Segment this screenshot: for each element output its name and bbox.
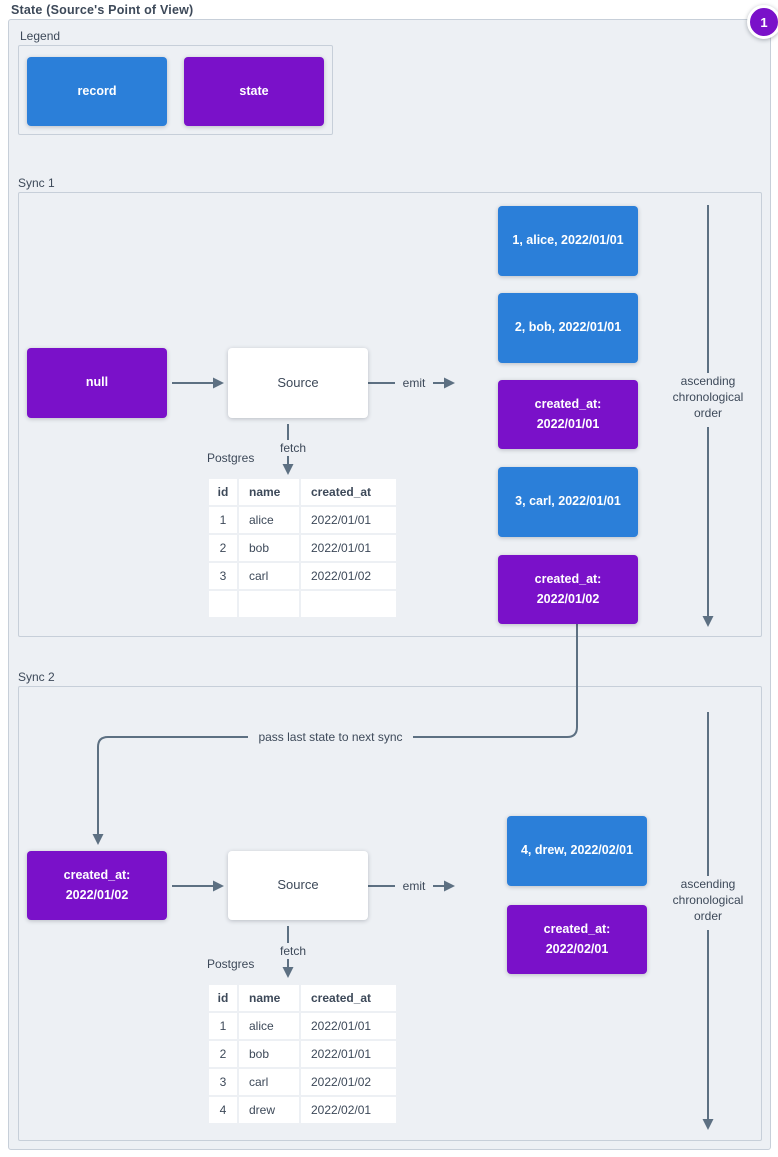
- table-header-row: id name created_at: [209, 479, 396, 505]
- sync1-input-state-node: null: [27, 348, 167, 418]
- sync2-order-note: ascending chronological order: [661, 876, 755, 930]
- cell-id: 1: [209, 1013, 237, 1039]
- header-name: name: [239, 985, 299, 1011]
- header-created-at: created_at: [301, 985, 396, 1011]
- cell-id: 2: [209, 535, 237, 561]
- cell-id: 4: [209, 1097, 237, 1123]
- emitted-record-node: 2, bob, 2022/01/01: [498, 293, 638, 363]
- sync2-postgres-label: Postgres: [207, 957, 255, 971]
- sync1-emit-label: emit: [395, 375, 433, 391]
- table-row-empty: [209, 591, 396, 617]
- legend-box: [18, 45, 333, 135]
- cell-created-at: 2022/01/02: [301, 1069, 396, 1095]
- header-id: id: [209, 985, 237, 1011]
- sync1-order-note: ascending chronological order: [661, 373, 755, 427]
- cell-created-at: 2022/01/01: [301, 1013, 396, 1039]
- cell-created-at: [301, 591, 396, 617]
- page-title: State (Source's Point of View): [11, 3, 194, 17]
- sync2-postgres-table: id name created_at 1 alice 2022/01/01 2 …: [207, 983, 398, 1125]
- cell-id: 3: [209, 563, 237, 589]
- cell-name: bob: [239, 1041, 299, 1067]
- sync1-postgres-table: id name created_at 1 alice 2022/01/01 2 …: [207, 477, 398, 619]
- legend-record-node: record: [27, 57, 167, 126]
- header-name: name: [239, 479, 299, 505]
- sync2-input-state-node: created_at: 2022/01/02: [27, 851, 167, 920]
- pass-last-state-label: pass last state to next sync: [248, 729, 413, 746]
- cell-id: 3: [209, 1069, 237, 1095]
- emitted-state-node: created_at: 2022/01/02: [498, 555, 638, 624]
- step-badge: 1: [747, 5, 778, 39]
- header-created-at: created_at: [301, 479, 396, 505]
- cell-created-at: 2022/01/01: [301, 535, 396, 561]
- cell-id: 2: [209, 1041, 237, 1067]
- cell-name: drew: [239, 1097, 299, 1123]
- table-row: 3 carl 2022/01/02: [209, 1069, 396, 1095]
- cell-name: bob: [239, 535, 299, 561]
- cell-created-at: 2022/01/01: [301, 1041, 396, 1067]
- cell-name: carl: [239, 1069, 299, 1095]
- cell-id: [209, 591, 237, 617]
- sync1-source-node: Source: [228, 348, 368, 418]
- cell-name: alice: [239, 1013, 299, 1039]
- cell-created-at: 2022/01/02: [301, 563, 396, 589]
- cell-name: alice: [239, 507, 299, 533]
- sync2-label: Sync 2: [18, 670, 55, 684]
- legend-state-node: state: [184, 57, 324, 126]
- emitted-record-node: 1, alice, 2022/01/01: [498, 206, 638, 276]
- emitted-state-node: created_at: 2022/02/01: [507, 905, 647, 974]
- table-header-row: id name created_at: [209, 985, 396, 1011]
- header-id: id: [209, 479, 237, 505]
- cell-created-at: 2022/01/01: [301, 507, 396, 533]
- sync1-fetch-label: fetch: [275, 440, 311, 456]
- sync2-fetch-label: fetch: [275, 943, 311, 959]
- table-row: 2 bob 2022/01/01: [209, 535, 396, 561]
- cell-name: carl: [239, 563, 299, 589]
- table-row: 2 bob 2022/01/01: [209, 1041, 396, 1067]
- table-row: 4 drew 2022/02/01: [209, 1097, 396, 1123]
- cell-name: [239, 591, 299, 617]
- sync1-postgres-label: Postgres: [207, 451, 255, 465]
- emitted-record-node: 4, drew, 2022/02/01: [507, 816, 647, 886]
- table-row: 1 alice 2022/01/01: [209, 1013, 396, 1039]
- table-row: 3 carl 2022/01/02: [209, 563, 396, 589]
- cell-id: 1: [209, 507, 237, 533]
- emitted-record-node: 3, carl, 2022/01/01: [498, 467, 638, 537]
- table-row: 1 alice 2022/01/01: [209, 507, 396, 533]
- sync2-emit-label: emit: [395, 878, 433, 894]
- legend-label: Legend: [20, 29, 61, 43]
- sync2-source-node: Source: [228, 851, 368, 920]
- cell-created-at: 2022/02/01: [301, 1097, 396, 1123]
- emitted-state-node: created_at: 2022/01/01: [498, 380, 638, 449]
- sync1-label: Sync 1: [18, 176, 55, 190]
